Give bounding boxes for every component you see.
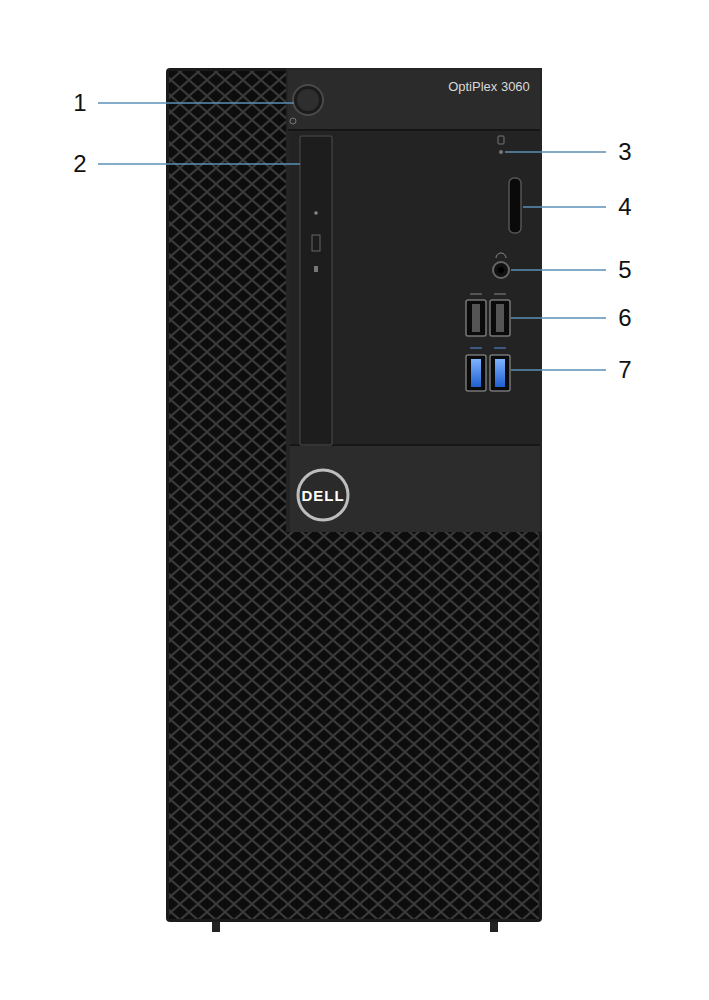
callout-number: 3 <box>618 140 631 164</box>
leader-lines <box>98 103 606 370</box>
brand-logo: DELL <box>301 488 344 503</box>
callout-number: 5 <box>618 258 631 282</box>
callout-number: 4 <box>618 195 631 219</box>
callout-number: 2 <box>73 152 86 176</box>
model-name: OptiPlex 3060 <box>448 80 530 93</box>
callout-number: 7 <box>618 358 631 382</box>
callout-number: 6 <box>618 306 631 330</box>
callout-number: 1 <box>73 91 86 115</box>
